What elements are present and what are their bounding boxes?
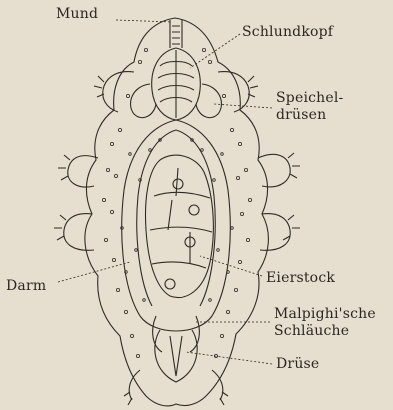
label-malpighi: Malpighi'sche Schläuche — [274, 306, 376, 340]
label-schlundkopf: Schlundkopf — [242, 24, 333, 41]
ovary — [146, 155, 214, 297]
gut — [122, 120, 231, 331]
malpighian-tubules — [153, 316, 200, 352]
right-leg-2 — [258, 154, 290, 187]
label-druese: Drüse — [276, 356, 319, 373]
leader-darm — [58, 262, 130, 282]
label-malpighi-line1: Malpighi'sche — [274, 306, 376, 323]
label-eierstock: Eierstock — [266, 270, 335, 287]
right-hind-leg — [212, 370, 223, 400]
label-mund: Mund — [56, 6, 98, 23]
leader-druese — [186, 352, 272, 364]
label-malpighi-line2: Schläuche — [274, 323, 376, 340]
left-leg-2 — [68, 156, 98, 187]
label-speicheldruesen-line2: drüsen — [276, 107, 343, 124]
egg-nucleus — [173, 179, 183, 189]
label-speicheldruesen-line1: Speichel- — [276, 90, 343, 107]
label-darm: Darm — [6, 278, 46, 295]
label-speicheldruesen: Speichel- drüsen — [276, 90, 343, 124]
leader-schlundkopf — [190, 34, 240, 68]
